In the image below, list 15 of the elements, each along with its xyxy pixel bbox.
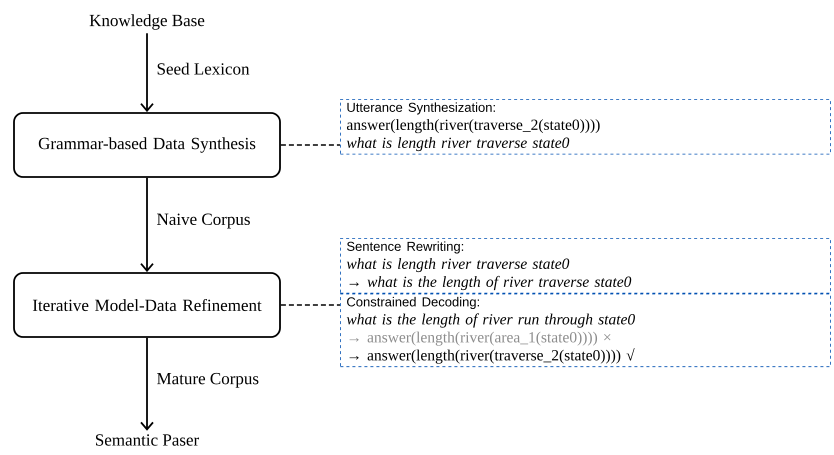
edge-label: Mature Corpus: [157, 372, 258, 388]
arrow: [140, 338, 154, 431]
arrow: [140, 33, 154, 112]
example-box: Constrained Decoding: what is the length of river run through state0 → answer(length(river(area_1(state0)))) × → answer(length(river(traverse_2(state0)))) √: [340, 294, 831, 368]
edge-label: Naive Corpus: [157, 214, 250, 228]
arrow: [140, 178, 154, 272]
example-box: Utterance Synthesization: answer(length(river(traverse_2(state0)))) what is length river traverse state0: [340, 99, 831, 155]
connector-line: [280, 144, 340, 146]
source-text: Knowledge Base: [90, 14, 204, 30]
process-box: Iterative Model-Data Refinement: [13, 272, 281, 338]
source-text: Semantic Paser: [96, 434, 200, 446]
example-box: Sentence Rewriting: what is length river traverse state0 → what is the length of river traverse state0: [340, 238, 831, 294]
edge-label: Seed Lexicon: [158, 62, 250, 75]
connector-line: [280, 304, 340, 306]
process-box: Grammar-based Data Synthesis: [13, 112, 281, 178]
